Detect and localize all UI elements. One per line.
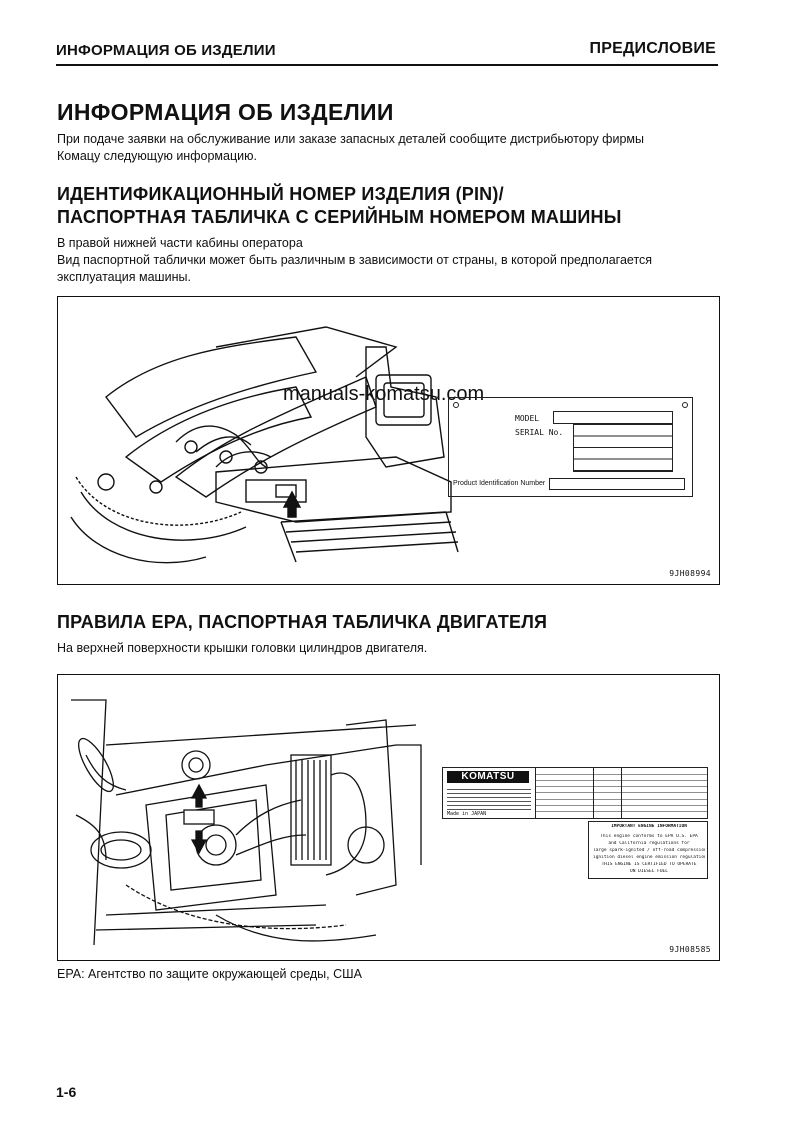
emission-line: large spark-ignited / off-road compressi… [593,848,705,853]
plate-col-divider [593,768,594,818]
emission-title: IMPORTANT ENGINE INFORMATION [611,824,687,829]
plate-screw-icon [453,402,459,408]
text-line: Вид паспортной таблички может быть разли… [57,253,653,267]
intro-line: Комацу следующую информацию. [57,149,257,163]
page-title: ИНФОРМАЦИЯ ОБ ИЗДЕЛИИ [57,99,394,125]
komatsu-logo: KOMATSU [447,771,529,783]
emission-plate: IMPORTANT ENGINE INFORMATION This engine… [588,821,708,879]
section-heading: ПРАВИЛА EPA, ПАСПОРТНАЯ ТАБЛИЧКА ДВИГАТЕ… [57,612,548,632]
header-rule [56,64,718,66]
footnote: EPA: Агентство по защите окружающей сред… [57,967,362,981]
section-text: В правой нижней части кабины оператора В… [57,235,722,286]
serial-plate: MODEL SERIAL No. Product Identification … [448,397,693,497]
emission-line: This engine conforms to EPA U.S. EPA [600,834,698,839]
watermark: manuals-komatsu.com [283,383,485,405]
emission-line: ON DIESEL FUEL [630,869,668,874]
figure-code: 9JH08994 [669,569,711,578]
serial-field [573,424,673,472]
plate-col-divider [535,768,536,818]
text-line: В правой нижней части кабины оператора [57,236,303,250]
engine-plate: KOMATSU Made in JAPAN [442,767,708,819]
plate-screw-icon [682,402,688,408]
emission-line: ignition diesel engine emission regulati… [593,855,705,860]
section-heading-line: ПАСПОРТНАЯ ТАБЛИЧКА С СЕРИЙНЫМ НОМЕРОМ М… [57,207,622,227]
section-heading: ИДЕНТИФИКАЦИОННЫЙ НОМЕР ИЗДЕЛИЯ (PIN)/ П… [57,183,622,229]
running-header-right: ПРЕДИСЛОВИЕ [589,40,716,57]
plate-fineprint [447,786,531,810]
figure-pin-plate: manuals-komatsu.com MODEL SERIAL No. Pro… [57,296,720,585]
section-text: На верхней поверхности крышки головки ци… [57,641,428,655]
pin-field [549,478,685,490]
plate-col-divider [621,768,622,818]
model-label: MODEL [515,414,540,423]
intro-line: При подаче заявки на обслуживание или за… [57,132,644,146]
section-heading-line: ИДЕНТИФИКАЦИОННЫЙ НОМЕР ИЗДЕЛИЯ (PIN)/ [57,184,504,204]
emission-line: and California regulations for [608,841,690,846]
figure-engine-plate: KOMATSU Made in JAPAN IMPORTANT ENGINE I… [57,674,720,961]
text-line: эксплуатация машины. [57,270,191,284]
engine-illustration [71,699,422,946]
intro-paragraph: При подаче заявки на обслуживание или за… [57,131,722,165]
emission-line: THIS ENGINE IS CERTIFIED TO OPERATE [601,862,697,867]
page-number: 1-6 [56,1084,77,1100]
serial-label: SERIAL No. [515,428,564,437]
made-in-label: Made in JAPAN [447,811,487,817]
figure-code: 9JH08585 [669,945,711,954]
running-header-left: ИНФОРМАЦИЯ ОБ ИЗДЕЛИИ [56,42,276,59]
cab-illustration [70,326,459,564]
model-field [553,411,673,424]
pin-label: Product Identification Number [453,480,546,487]
